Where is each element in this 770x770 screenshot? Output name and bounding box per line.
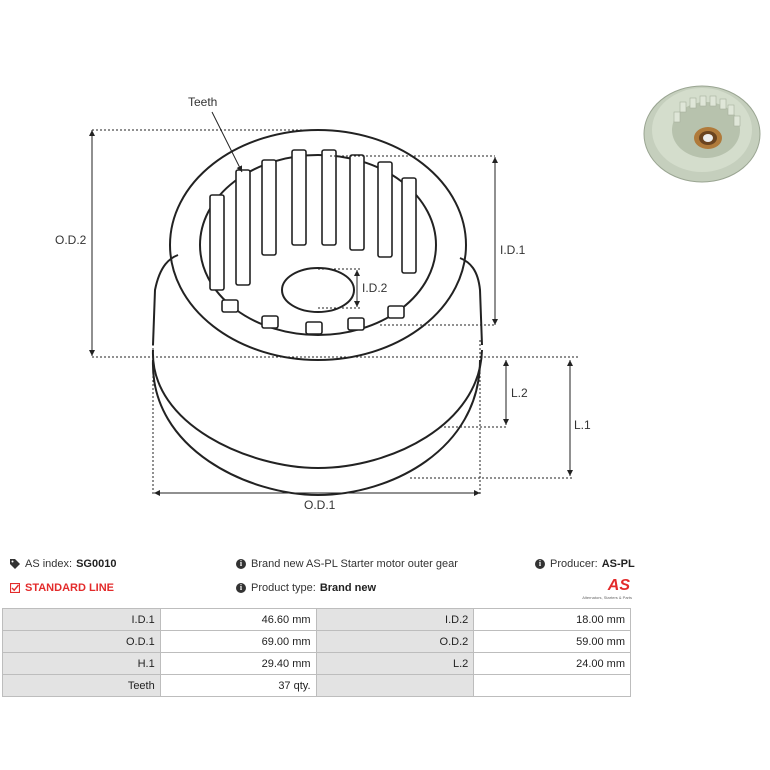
product-type-value: Brand new (319, 582, 377, 594)
producer: i Producer: AS-PL (535, 558, 635, 570)
product-description: i Brand new AS-PL Starter motor outer ge… (236, 558, 458, 570)
info-icon: i (236, 559, 246, 569)
spec-name-cell: L.2 (315, 652, 475, 675)
spec-value-cell: 37 qty. (159, 674, 317, 697)
spec-value-cell: 29.40 mm (159, 652, 317, 675)
spec-name-cell: Teeth (2, 674, 161, 697)
info-icon: i (236, 583, 246, 593)
checkbox-icon (10, 583, 20, 593)
producer-label: Producer: (550, 558, 598, 570)
spec-value-cell: 18.00 mm (473, 608, 631, 631)
spec-name-cell: O.D.2 (315, 630, 475, 653)
spec-value-cell: 24.00 mm (473, 652, 631, 675)
label-id1: I.D.1 (500, 243, 526, 257)
spec-name-cell: H.1 (2, 652, 161, 675)
product-type: i Product type: Brand new (236, 582, 376, 594)
spec-name-cell: I.D.1 (2, 608, 161, 631)
label-od1: O.D.1 (304, 498, 336, 512)
product-type-label: Product type: (251, 582, 316, 594)
label-teeth: Teeth (188, 95, 217, 109)
description-text: Brand new AS-PL Starter motor outer gear (251, 558, 458, 570)
as-index-label: AS index: (25, 558, 73, 570)
product-photo (643, 85, 761, 183)
logo-text: AS (607, 577, 630, 594)
spec-value-cell (473, 674, 631, 697)
as-index-value: SG0010 (76, 558, 117, 570)
technical-drawing: Teeth O.D.2 I.D.1 I.D.2 L.2 L.1 O.D.1 (55, 95, 591, 512)
spec-value-cell: 69.00 mm (159, 630, 317, 653)
spec-value-cell: 59.00 mm (473, 630, 631, 653)
standard-line: STANDARD LINE (10, 582, 114, 594)
as-pl-logo: AS Alternators, Starters & Parts (568, 578, 632, 604)
gear-teeth (209, 149, 417, 335)
standard-line-text: STANDARD LINE (25, 582, 115, 594)
spec-value-cell: 46.60 mm (159, 608, 317, 631)
label-l1: L.1 (574, 418, 591, 432)
as-index: AS index: SG0010 (10, 558, 116, 570)
label-id2: I.D.2 (362, 281, 388, 295)
spec-name-cell: O.D.1 (2, 630, 161, 653)
dimension-lines (89, 111, 578, 496)
spec-name-cell (315, 674, 475, 697)
label-od2: O.D.2 (55, 233, 87, 247)
dimension-labels: Teeth O.D.2 I.D.1 I.D.2 L.2 L.1 O.D.1 (55, 95, 591, 512)
info-icon: i (535, 559, 545, 569)
gear-outline (151, 129, 483, 497)
label-l2: L.2 (511, 386, 528, 400)
producer-value: AS-PL (601, 558, 635, 570)
spec-name-cell: I.D.2 (315, 608, 475, 631)
tag-icon (10, 559, 20, 569)
logo-tagline: Alternators, Starters & Parts (582, 595, 632, 600)
